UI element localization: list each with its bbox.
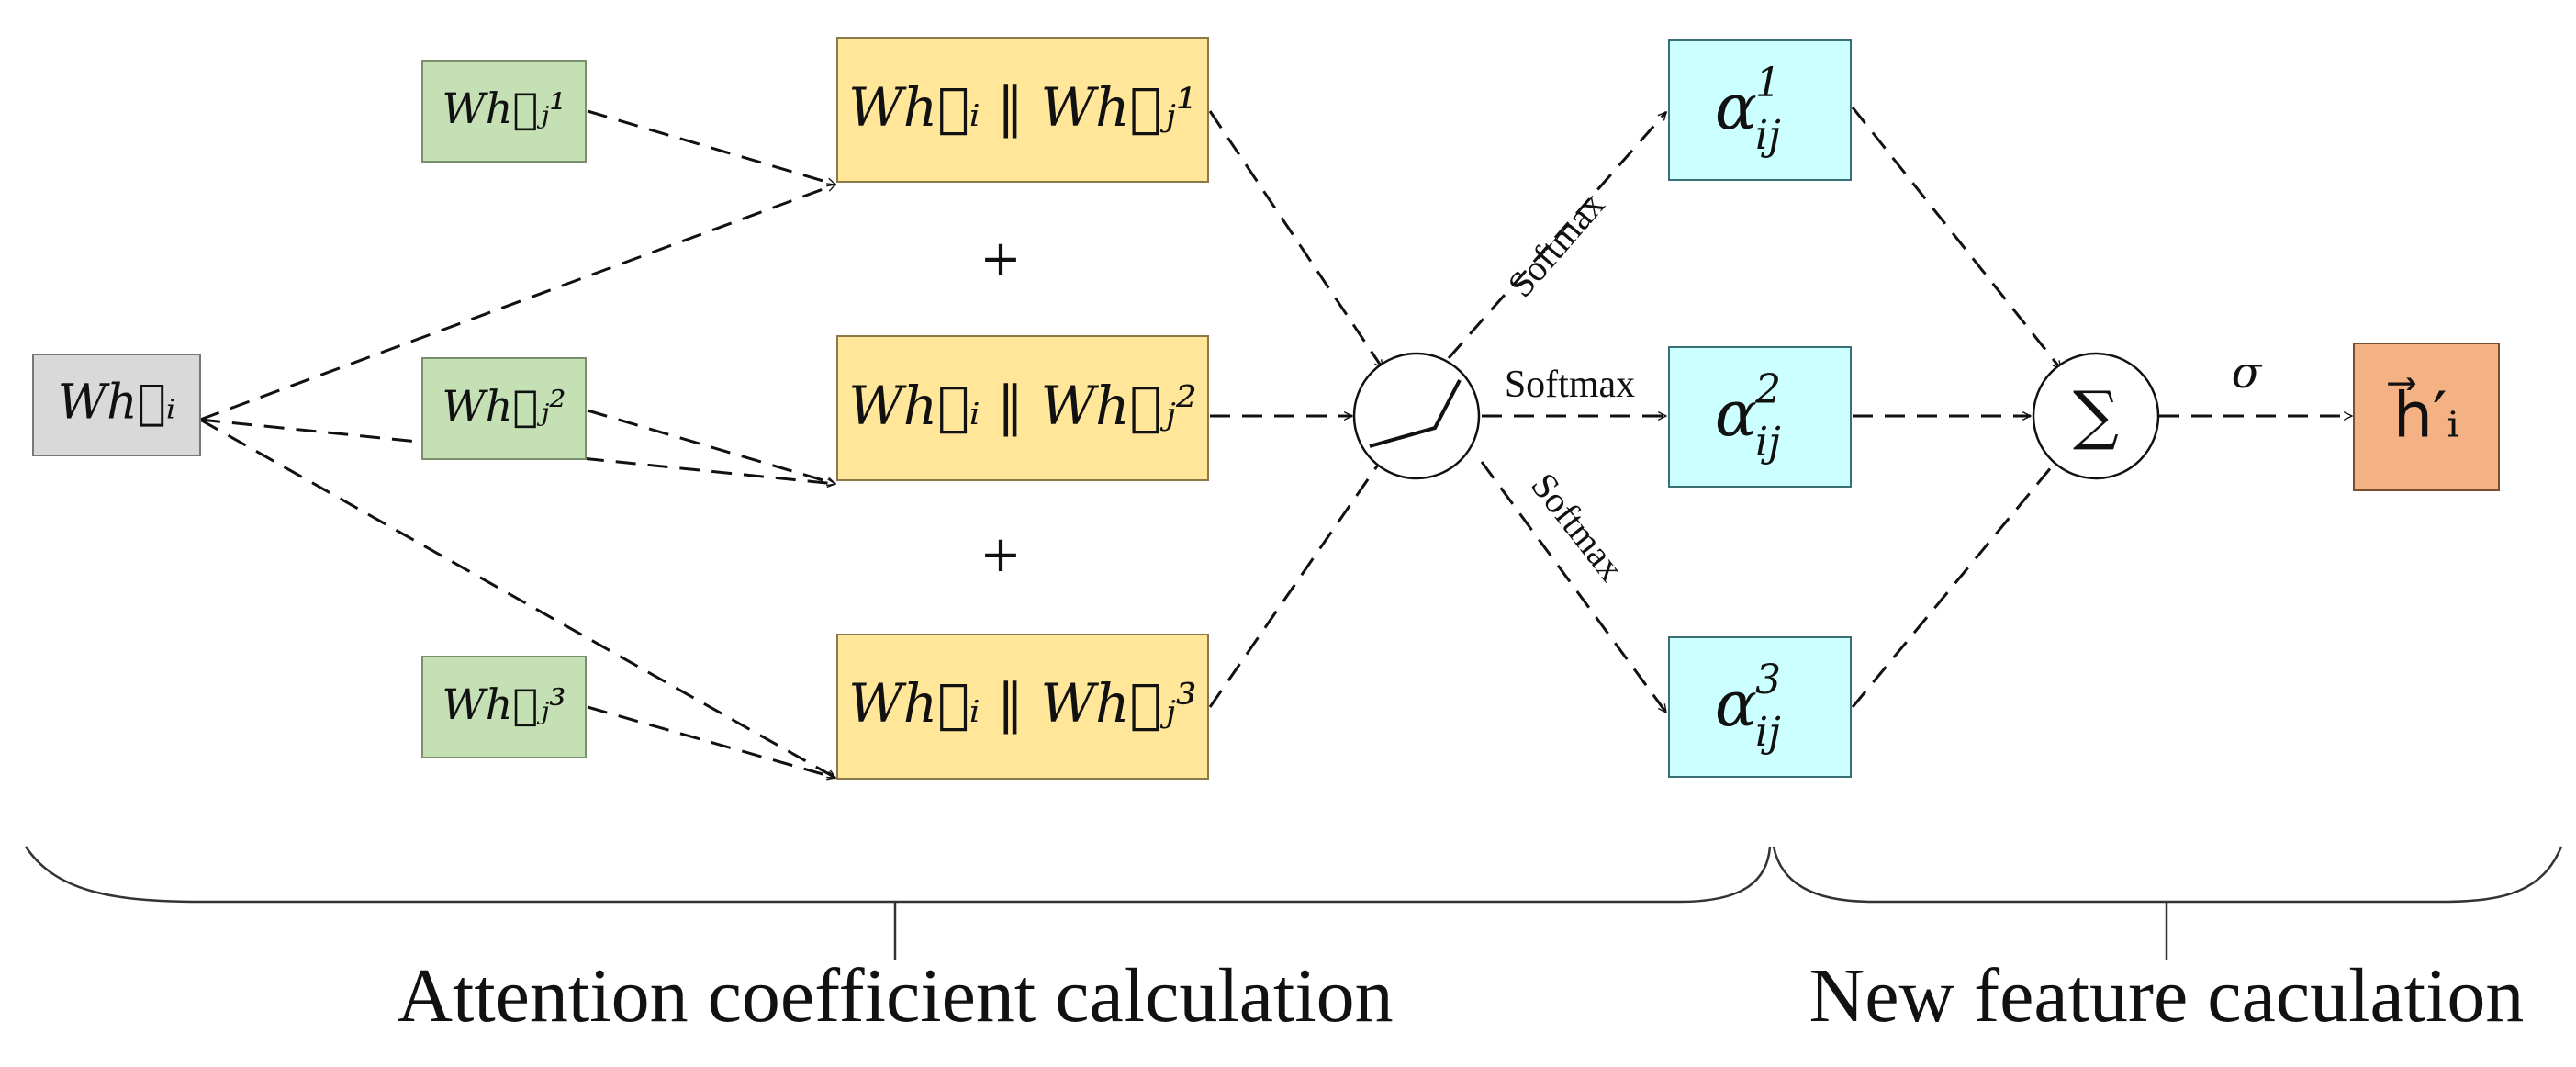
concat-node-3-label: Wh⃗ᵢ ‖ Wh⃗ⱼ³ (848, 672, 1197, 735)
edge-alpha-1-to-sum (1851, 107, 2063, 369)
concat-node-1: Wh⃗ᵢ ‖ Wh⃗ⱼ¹ (836, 37, 1209, 183)
svg-text:α: α (1715, 668, 1757, 741)
alpha-node-2-symbol: α (1715, 378, 1757, 451)
output-node: h⃗′ᵢ (2353, 343, 2500, 491)
input-node: Wh⃗ᵢ (32, 354, 201, 456)
concat-node-1-label: Wh⃗ᵢ ‖ Wh⃗ⱼ¹ (848, 76, 1197, 139)
sum-node: ∑ (2032, 352, 2160, 480)
edge-concat-1-to-activation (1208, 110, 1384, 368)
alpha-node-3: α 3 ij (1668, 636, 1852, 778)
neighbor-node-2-label: Wh⃗ⱼ² (442, 381, 566, 431)
svg-text:α: α (1715, 378, 1757, 451)
softmax-label-3: Softmax (1523, 465, 1632, 589)
edge-neighbor-3-to-concat-3 (587, 705, 835, 778)
alpha-node-2-sub: ij (1755, 419, 1781, 466)
alpha-node-3-symbol: α (1715, 668, 1757, 741)
softmax-label-2: Softmax (1505, 364, 1635, 406)
alpha-node-1-sub: ij (1755, 112, 1781, 159)
neighbor-node-3: Wh⃗ⱼ³ (421, 656, 587, 758)
concat-node-2-label: Wh⃗ᵢ ‖ Wh⃗ⱼ² (848, 375, 1197, 437)
svg-text:α: α (1715, 72, 1757, 144)
output-node-label: h⃗′ᵢ (2388, 377, 2459, 452)
alpha-node-1-sup: 1 (1755, 60, 1781, 107)
neighbor-node-2: Wh⃗ⱼ² (421, 357, 587, 460)
plus-sign-1: + (980, 230, 1021, 287)
concat-node-2: Wh⃗ᵢ ‖ Wh⃗ⱼ² (836, 335, 1209, 481)
new-feature-brace (1772, 846, 2563, 960)
edge-input-to-concat-1 (199, 185, 835, 421)
edge-alpha-3-to-sum (1851, 455, 2063, 708)
edge-input-to-concat-3 (199, 418, 835, 780)
activation-node (1352, 352, 1481, 480)
neighbor-node-1: Wh⃗ⱼ¹ (421, 60, 587, 163)
alpha-node-2-sup: 2 (1754, 366, 1781, 413)
edges (199, 107, 2352, 780)
attention-brace (24, 846, 1772, 960)
relu-icon (1369, 379, 1462, 448)
sigma-label: σ (2232, 347, 2263, 399)
alpha-node-1: α 1 ij (1668, 39, 1852, 181)
edge-neighbor-1-to-concat-1 (587, 109, 835, 185)
neighbor-node-3-label: Wh⃗ⱼ³ (442, 680, 566, 729)
edge-activation-to-alpha-1 (1447, 112, 1668, 359)
new-feature-section-caption: New feature caculation (1809, 953, 2525, 1039)
softmax-label-1: Softmax (1499, 184, 1612, 305)
input-node-label: Wh⃗ᵢ (58, 376, 176, 431)
edge-neighbor-2-to-concat-2 (587, 409, 835, 484)
edge-input-to-concat-2 (199, 418, 835, 484)
neighbor-node-1-label: Wh⃗ⱼ¹ (442, 84, 566, 133)
alpha-node-2: α 2 ij (1668, 346, 1852, 488)
edge-concat-3-to-activation (1208, 458, 1384, 708)
attention-section-caption: Attention coefficient calculation (397, 953, 1393, 1039)
alpha-node-1-symbol: α (1715, 72, 1757, 144)
edge-activation-to-alpha-3 (1480, 461, 1668, 713)
alpha-node-3-sup: 3 (1755, 657, 1781, 703)
alpha-node-3-sub: ij (1755, 709, 1781, 756)
sum-icon: ∑ (2073, 377, 2119, 453)
plus-sign-2: + (980, 525, 1021, 583)
concat-node-3: Wh⃗ᵢ ‖ Wh⃗ⱼ³ (836, 634, 1209, 780)
